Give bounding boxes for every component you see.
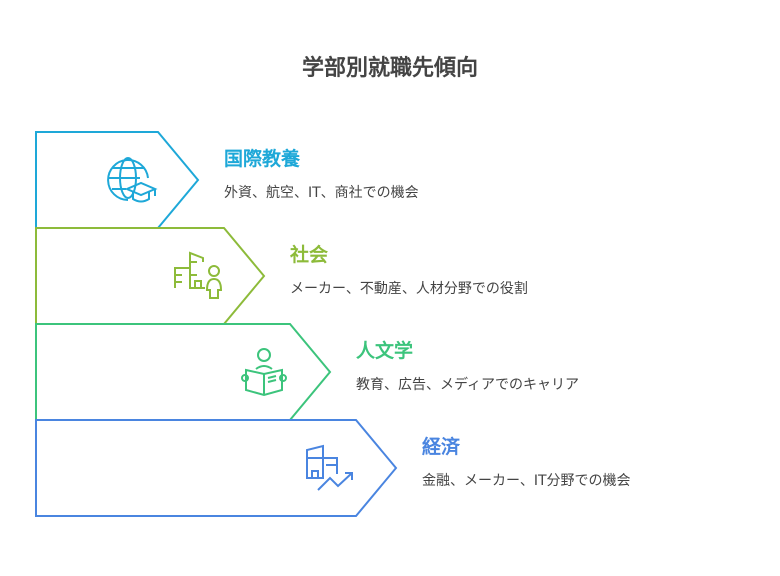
arrow-shape-1	[35, 131, 200, 229]
arrow-shape-2	[35, 227, 266, 325]
person-reading-book-icon	[241, 348, 287, 397]
item-2-description: メーカー、不動産、人材分野での役割	[290, 281, 528, 297]
item-4-heading: 経済	[422, 436, 461, 458]
item-2-heading: 社会	[290, 244, 329, 266]
item-4-description: 金融、メーカー、IT分野での機会	[422, 473, 631, 489]
item-1-description: 外資、航空、IT、商社での機会	[224, 185, 419, 201]
diagram-title: 学部別就職先傾向	[301, 56, 478, 81]
building-growth-chart-icon	[306, 444, 353, 491]
item-3-heading: 人文学	[356, 340, 414, 362]
item-1-heading: 国際教養	[224, 148, 301, 170]
globe-graduation-cap-icon	[107, 157, 158, 203]
building-person-icon	[174, 251, 223, 299]
arrow-shape-4	[35, 419, 398, 517]
item-3-description: 教育、広告、メディアでのキャリア	[356, 377, 580, 393]
arrow-shape-3	[35, 323, 332, 421]
